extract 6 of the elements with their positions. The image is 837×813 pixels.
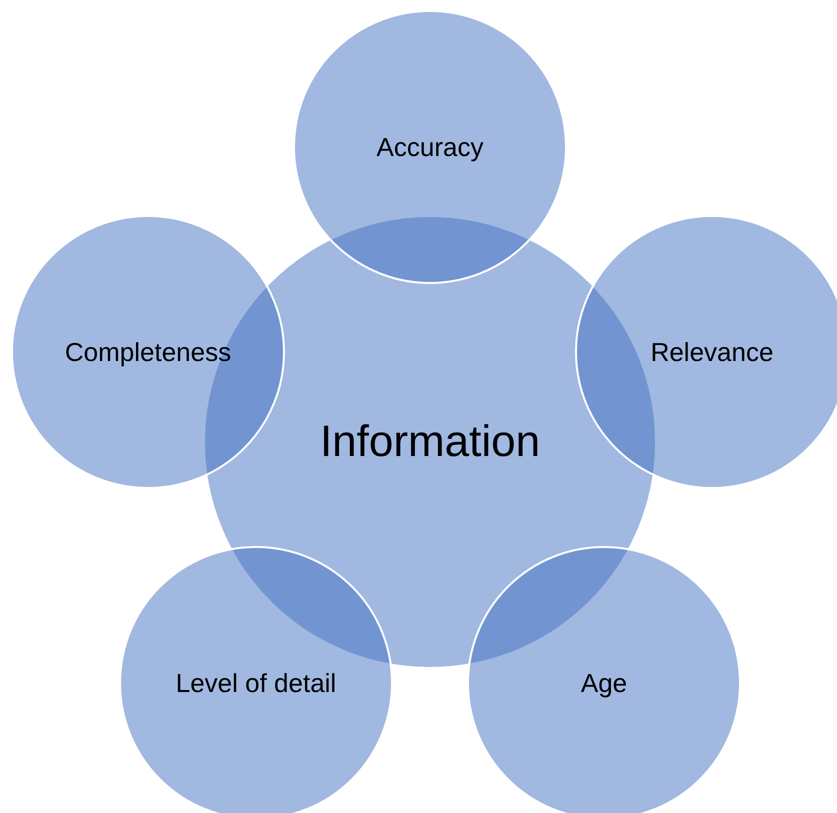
circle-label: Accuracy <box>376 132 484 162</box>
circle-label: Level of detail <box>176 668 336 698</box>
circle-label: Information <box>320 417 540 467</box>
circle-label: Relevance <box>650 336 774 368</box>
circle-label: Age <box>580 668 628 698</box>
circle-label: Completeness <box>64 336 232 368</box>
